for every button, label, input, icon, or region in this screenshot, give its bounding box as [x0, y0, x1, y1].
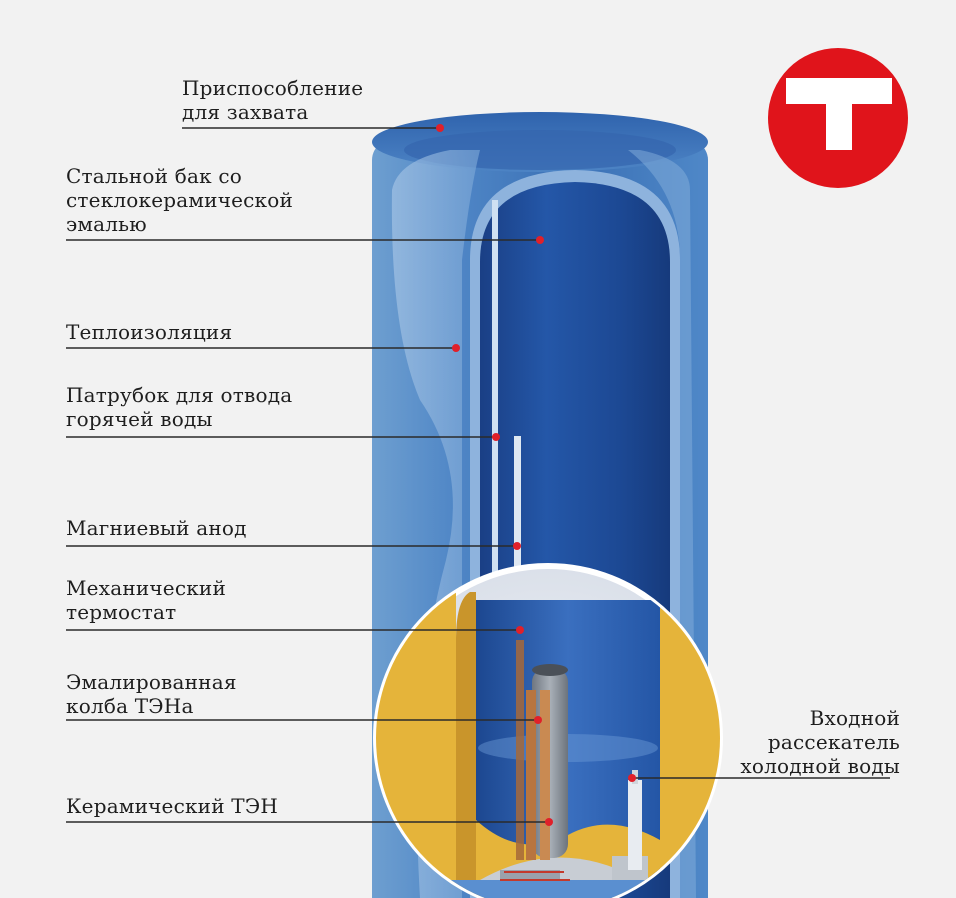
marker-thermostat	[516, 626, 524, 634]
label-hot-outlet: Патрубок для отвода горячей воды	[66, 383, 293, 431]
leader-lines	[66, 127, 890, 823]
cold-water-splitter	[628, 770, 642, 870]
label-handle: Приспособление для захвата	[182, 76, 364, 124]
marker-steel-tank	[536, 236, 544, 244]
marker-heater	[545, 818, 553, 826]
marker-cold-inlet	[628, 774, 636, 782]
marker-handle	[436, 124, 444, 132]
ceramic-heater	[500, 640, 570, 881]
marker-anode	[513, 542, 521, 550]
label-steel-tank: Стальной бак со стеклокерамической эмаль…	[66, 164, 294, 236]
markers	[436, 124, 636, 826]
t-logo-icon	[768, 48, 908, 188]
label-insulation: Теплоизоляция	[66, 320, 233, 344]
marker-heater-flask	[534, 716, 542, 724]
label-cold-inlet: Входной рассекатель холодной воды	[740, 706, 900, 778]
label-heater-flask: Эмалированная колба ТЭНа	[66, 670, 237, 718]
marker-insulation	[452, 344, 460, 352]
label-heater: Керамический ТЭН	[66, 794, 278, 818]
label-anode: Магниевый анод	[66, 516, 247, 540]
label-thermostat: Механический термостат	[66, 576, 226, 624]
marker-hot-outlet	[492, 433, 500, 441]
